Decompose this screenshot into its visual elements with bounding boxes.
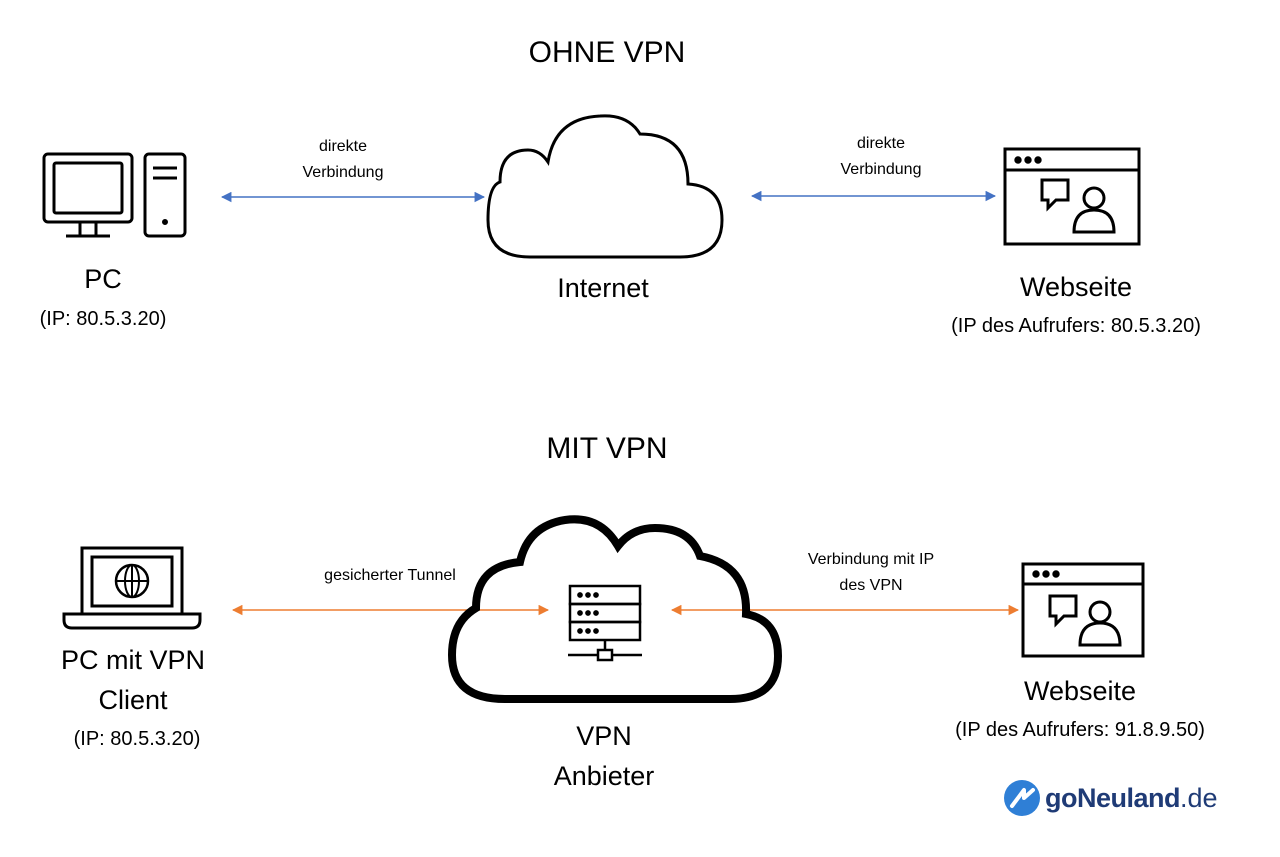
bottom-section-title: MIT VPN — [546, 432, 668, 465]
logo-text-domain: .de — [1180, 782, 1218, 813]
vpn-provider-label: VPN Anbieter — [554, 716, 655, 796]
link-label-left-line2: Verbindung — [302, 164, 384, 181]
vpn-provider-label-line1: VPN — [576, 721, 632, 751]
logo-text-main: goNeuland — [1045, 782, 1181, 813]
internet-label: Internet — [557, 273, 649, 303]
link-label-right-line1: direkte — [856, 135, 906, 152]
vpn-pc-label-line1: PC mit VPN — [60, 645, 206, 675]
vpn-link-label: Verbindung mit IP des VPN — [808, 547, 934, 599]
internet-cloud-icon — [486, 114, 724, 259]
vpn-provider-label-line2: Anbieter — [553, 761, 655, 791]
vpn-pc-ip: (IP: 80.5.3.20) — [73, 728, 201, 750]
vpn-link-label-line2: des VPN — [839, 577, 903, 594]
vpn-cloud-icon — [447, 515, 783, 703]
website-label: Webseite — [1019, 272, 1133, 302]
link-label-right-line2: Verbindung — [840, 161, 922, 178]
vpn-pc-label: PC mit VPN Client — [61, 640, 205, 720]
goneuland-logo-icon — [1004, 780, 1040, 816]
website-icon — [1003, 147, 1141, 246]
link-label-left-line1: direkte — [318, 138, 368, 155]
pc-label: PC — [84, 264, 122, 294]
logo-text: goNeuland.de — [1045, 783, 1218, 814]
vpn-link-label-line1: Verbindung mit IP — [807, 551, 935, 568]
tunnel-label: gesicherter Tunnel — [324, 567, 456, 584]
pc-ip: (IP: 80.5.3.20) — [39, 308, 167, 330]
top-section-title: OHNE VPN — [528, 36, 686, 69]
website-ip: (IP des Aufrufers: 80.5.3.20) — [951, 315, 1201, 337]
desktop-pc-icon — [42, 152, 187, 238]
laptop-vpn-client-icon — [62, 546, 202, 630]
vpn-website-label: Webseite — [1023, 676, 1137, 706]
link-label-left: direkte Verbindung — [303, 134, 384, 186]
goneuland-logo[interactable]: goNeuland.de — [1003, 780, 1218, 816]
website-icon-vpn — [1021, 562, 1145, 658]
server-icon — [568, 584, 642, 662]
link-label-right: direkte Verbindung — [841, 131, 922, 183]
vpn-website-ip: (IP des Aufrufers: 91.8.9.50) — [955, 719, 1205, 741]
vpn-pc-label-line2: Client — [98, 685, 168, 715]
